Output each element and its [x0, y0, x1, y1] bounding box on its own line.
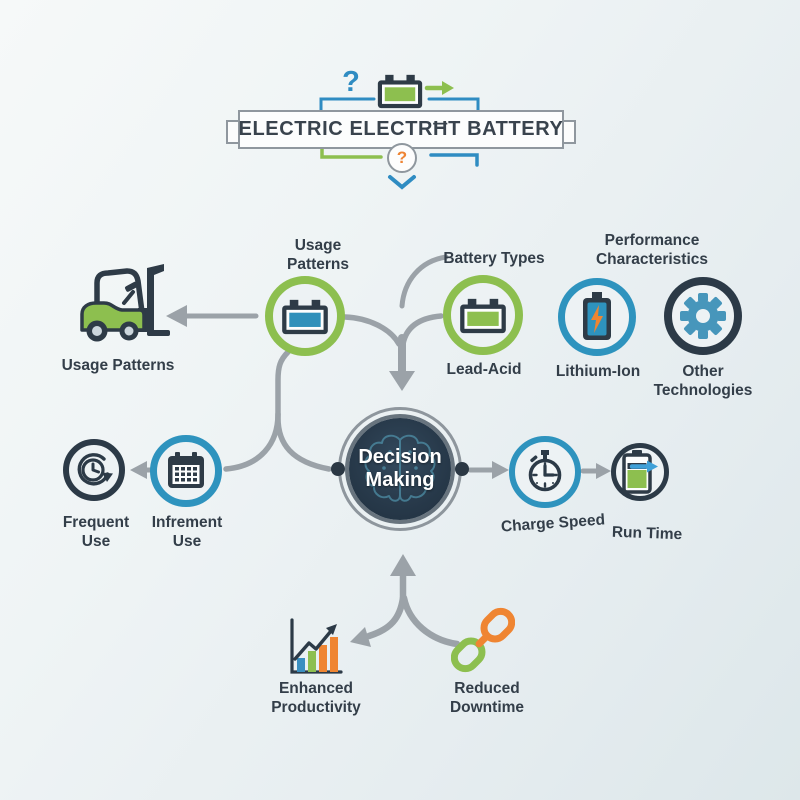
node-decision-making: Decision Making	[349, 418, 451, 520]
decision-label: Decision Making	[358, 446, 442, 491]
page-title: ELECTRIC ELECTRĦT BATTERY	[238, 118, 564, 140]
node-usage-patterns	[265, 276, 345, 356]
title-banner: ELECTRIC ELECTRĦT BATTERY	[238, 110, 564, 149]
label-lead-acid: Lead-Acid	[446, 361, 522, 378]
node-charge-speed	[509, 436, 581, 508]
brain-icon	[364, 434, 436, 502]
label-other-technologies: Other Technologies	[653, 363, 753, 399]
label-usage-patterns-top: Usage Patterns	[286, 237, 350, 273]
arrowhead-hub-top	[389, 371, 415, 391]
calendar-icon	[168, 452, 204, 488]
hub-left-dot	[331, 462, 345, 476]
connector-branch-to-calendar	[223, 411, 281, 472]
bracket-bottom-left	[320, 146, 383, 159]
arrowhead-clock	[130, 461, 147, 479]
connector-downtime-up	[400, 594, 461, 648]
connector-usage-to-hub	[342, 314, 402, 347]
hub-right-dot	[455, 462, 469, 476]
history-clock-icon	[77, 453, 113, 486]
chain-link-icon	[451, 602, 515, 678]
node-run-time	[611, 443, 669, 501]
battery-arrow-icon	[622, 450, 658, 494]
battery-icon	[376, 72, 424, 110]
question-mark-icon: ?	[342, 66, 360, 98]
bracket-bottom-right	[429, 153, 479, 167]
arrowhead-charge	[492, 461, 509, 479]
label-infrequent-use: Infrement Use	[151, 514, 223, 550]
node-frequent-use	[63, 439, 125, 501]
label-frequent-use: Frequent Use	[62, 514, 130, 550]
node-lithium-ion	[558, 278, 636, 356]
label-reduced-downtime: Reduced Downtime	[449, 680, 525, 716]
label-forklift-usage-patterns: Usage Patterns	[61, 357, 175, 374]
arrowhead-run	[596, 463, 611, 479]
connector-branch-to-chart	[365, 594, 407, 640]
bracket-top-right	[427, 97, 480, 112]
connector-batterytypes-hook	[399, 254, 449, 309]
node-other-technologies	[664, 277, 742, 355]
bracket-top-left	[319, 97, 376, 112]
connector-leadacid-to-hub	[400, 313, 444, 347]
node-infrequent-use	[150, 435, 222, 507]
label-enhanced-productivity: Enhanced Productivity	[271, 680, 361, 716]
forklift-icon	[70, 262, 170, 346]
banner-right-terminal	[562, 120, 576, 144]
label-lithium-ion: Lithium-Ion	[555, 363, 641, 380]
battery-icon	[282, 299, 328, 334]
stopwatch-icon	[528, 450, 562, 492]
battery-icon	[460, 298, 506, 333]
question-mark-circle-icon: ?	[387, 143, 417, 173]
node-lead-acid	[443, 275, 523, 355]
arrowhead-hub-bottom	[390, 554, 416, 576]
connector-usage-down	[275, 349, 332, 472]
label-battery-types: Battery Types	[443, 250, 545, 267]
arrow-right-icon-head	[442, 81, 454, 95]
arrowhead-forklift	[166, 305, 187, 327]
battery-lightning-icon	[583, 292, 611, 340]
decision-middle-ring	[345, 414, 455, 524]
gear-icon	[680, 293, 726, 339]
bar-chart-icon	[283, 617, 347, 677]
arrowhead-chart	[350, 627, 371, 647]
label-performance-characteristics: Performance Characteristics	[595, 232, 708, 268]
chevron-down-icon	[388, 175, 416, 190]
